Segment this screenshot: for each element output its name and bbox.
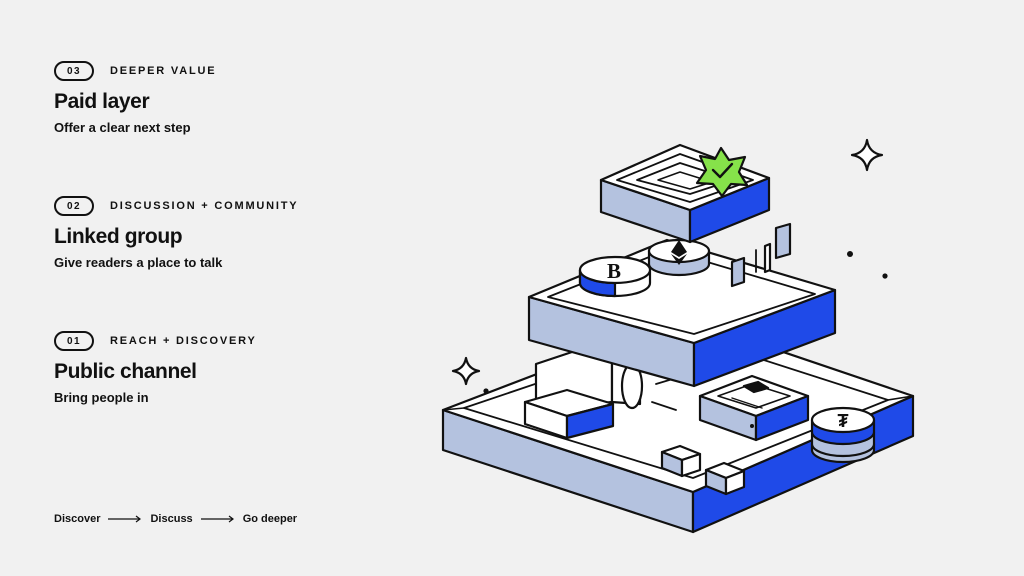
- tether-symbol: ₮: [838, 411, 849, 431]
- step-eyebrow: REACH + DISCOVERY: [110, 335, 257, 347]
- flow-step-go-deeper: Go deeper: [242, 513, 298, 525]
- tier-paid-layer: [599, 143, 771, 244]
- flow-sequence: Discover Discuss Go deeper: [54, 513, 297, 525]
- decor-dot: [847, 251, 853, 257]
- arrow-right-icon: [108, 515, 142, 523]
- step-number-badge: 03: [54, 61, 94, 81]
- checkmark-star-badge: [695, 146, 749, 198]
- step-subtitle: Give readers a place to talk: [54, 255, 223, 270]
- flow-step-discover: Discover: [54, 513, 101, 525]
- step-number-badge: 01: [54, 331, 94, 351]
- flow-step-discuss: Discuss: [150, 513, 193, 525]
- step-title: Paid layer: [54, 90, 150, 113]
- step-title: Public channel: [54, 360, 197, 383]
- ether-coin: [647, 238, 711, 277]
- step-paid-layer: 03 DEEPER VALUE Paid layer Offer a clear…: [54, 60, 216, 136]
- decor-dot: [882, 273, 888, 279]
- arrow-right-icon: [200, 515, 234, 523]
- step-eyebrow: DISCUSSION + COMMUNITY: [110, 200, 299, 212]
- tier-linked-group: B: [527, 222, 837, 388]
- tier-public-channel: ₮: [441, 316, 915, 534]
- sparkle-icon: [451, 356, 481, 386]
- bitcoin-symbol: B: [607, 259, 621, 283]
- step-subtitle: Bring people in: [54, 390, 149, 405]
- step-linked-group: 02 DISCUSSION + COMMUNITY Linked group G…: [54, 195, 298, 271]
- tether-coin: ₮: [810, 406, 876, 464]
- step-subtitle: Offer a clear next step: [54, 120, 191, 135]
- step-title: Linked group: [54, 225, 183, 248]
- step-public-channel: 01 REACH + DISCOVERY Public channel Brin…: [54, 330, 257, 406]
- sparkle-icon: [850, 138, 884, 172]
- step-number-badge: 02: [54, 196, 94, 216]
- step-eyebrow: DEEPER VALUE: [110, 65, 217, 77]
- bitcoin-coin: B: [578, 255, 652, 298]
